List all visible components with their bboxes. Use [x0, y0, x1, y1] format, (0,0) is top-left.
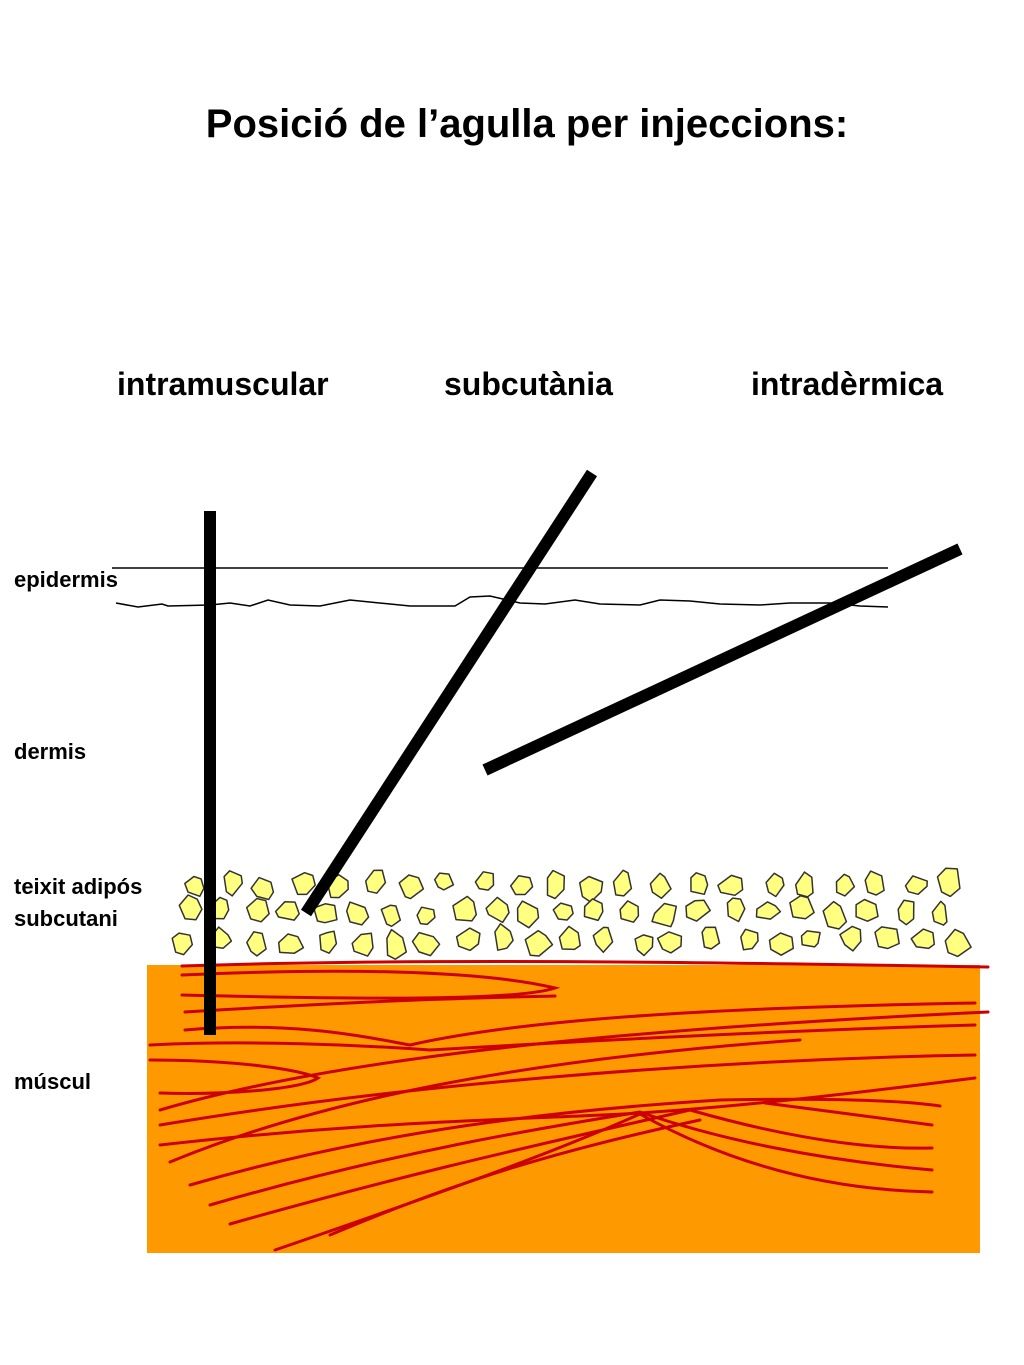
label-intramuscular: intramuscular: [117, 366, 329, 402]
fat-cell: [250, 876, 275, 901]
fat-cell: [839, 925, 862, 952]
fat-cell: [931, 900, 948, 926]
fat-cell: [171, 932, 194, 956]
fat-cell: [649, 872, 672, 900]
fat-cell: [904, 875, 928, 896]
fat-cell: [277, 933, 305, 954]
fat-cell: [897, 899, 915, 926]
fat-cell: [651, 902, 678, 928]
subcutaneous-needle: [300, 469, 598, 917]
fat-cell: [380, 904, 402, 928]
fat-cell: [351, 932, 374, 957]
muscle-fiber: [328, 1118, 702, 1237]
fat-cell: [690, 872, 709, 896]
layer-label-subcutaneous-fat: teixit adipós subcutani: [14, 871, 142, 935]
fat-cell: [345, 901, 370, 926]
fat-cell: [864, 870, 885, 896]
epidermis-boundary-line: [115, 595, 889, 608]
label-intradermal: intradèrmica: [751, 366, 944, 402]
fat-cell: [524, 929, 554, 957]
muscle-fiber: [158, 1010, 990, 1112]
layer-label-dermis: dermis: [14, 739, 87, 764]
fat-cell: [944, 928, 972, 958]
fat-cell: [592, 926, 614, 954]
fat-cells: [171, 867, 972, 960]
fat-cell: [433, 872, 455, 891]
muscle-fiber: [183, 1001, 977, 1047]
fat-cell: [452, 895, 478, 922]
fat-cell: [726, 897, 746, 923]
muscle-fiber: [180, 969, 561, 1000]
fat-cell: [910, 928, 936, 950]
fat-cell: [552, 902, 574, 921]
muscle-block: [147, 965, 980, 1253]
fat-cell: [319, 930, 338, 954]
fat-cell: [546, 869, 566, 900]
fat-cell: [416, 906, 436, 926]
muscle-fiber: [228, 1108, 934, 1226]
fat-cell: [291, 871, 316, 896]
fat-cell: [274, 901, 300, 921]
muscle-fibers: [148, 959, 990, 1252]
fat-cell: [364, 869, 387, 894]
fat-cell: [558, 925, 581, 951]
fat-cell: [509, 875, 534, 896]
page-title: Posició de l’agulla per injeccions:: [205, 102, 849, 146]
fat-cell: [398, 874, 425, 900]
fat-cell: [835, 873, 856, 897]
fat-cell: [245, 897, 270, 923]
intradermal-needle: [482, 543, 963, 776]
fat-cell: [740, 928, 759, 951]
fat-cell: [619, 900, 640, 923]
fat-cell: [516, 900, 540, 929]
muscle-fiber: [168, 1038, 802, 1164]
muscle-fiber: [188, 1097, 942, 1187]
muscle-fiber: [158, 1053, 977, 1127]
fat-cell: [717, 874, 744, 897]
fat-cell: [386, 928, 408, 960]
fat-cell: [583, 898, 604, 922]
layer-label-muscle: múscul: [14, 1069, 92, 1094]
fat-cell: [822, 900, 848, 930]
fat-cell: [223, 870, 244, 897]
fat-cell: [474, 871, 495, 891]
fat-cell: [794, 871, 814, 898]
layer-label-fat-line1: teixit adipós: [14, 874, 143, 899]
muscle-fiber: [208, 1110, 934, 1207]
muscle-fiber: [148, 1023, 977, 1052]
fat-cell: [494, 923, 514, 951]
layer-label-fat-line2: subcutani: [14, 906, 118, 931]
fat-cell: [656, 931, 683, 954]
fat-cell: [800, 930, 821, 948]
fat-cell: [874, 926, 900, 950]
fat-cell: [789, 895, 815, 920]
fat-cell: [612, 869, 633, 897]
fat-cell: [184, 875, 205, 898]
fat-cell: [455, 927, 481, 952]
muscle-fiber: [180, 959, 990, 969]
fat-cell: [178, 894, 203, 921]
fat-cell: [768, 932, 795, 956]
fat-cell: [485, 896, 510, 924]
fat-cell: [755, 901, 782, 920]
fat-cell: [634, 934, 654, 957]
fat-cell: [411, 931, 441, 957]
fat-cell: [936, 867, 961, 898]
fat-cell: [246, 931, 267, 957]
muscle-fiber: [183, 994, 557, 1014]
fat-cell: [685, 899, 711, 922]
fat-cell: [765, 872, 785, 898]
fat-cell: [701, 926, 721, 950]
layer-label-epidermis: epidermis: [14, 567, 118, 592]
fat-cell: [578, 875, 604, 903]
muscle-fiber: [763, 1101, 934, 1127]
fat-cell: [855, 898, 879, 922]
label-subcutaneous: subcutània: [444, 366, 613, 402]
